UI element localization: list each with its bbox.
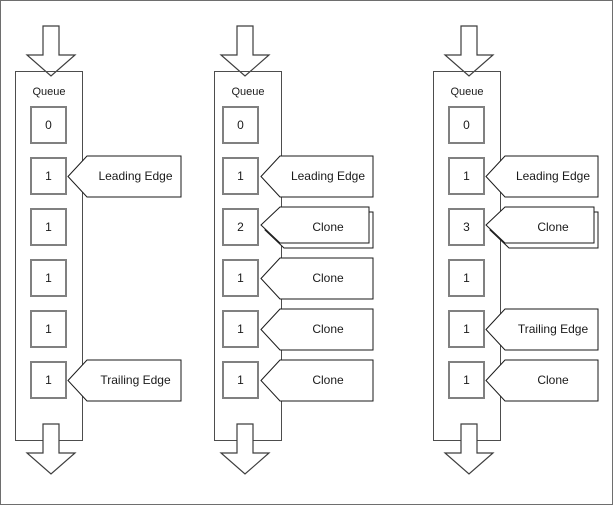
callout-clone: Clone xyxy=(485,359,599,402)
callout-leading-edge: Leading Edge xyxy=(260,155,374,198)
callout-clone: Clone xyxy=(260,359,374,402)
callout-clone: Clone xyxy=(260,308,374,351)
inflow-arrow-3 xyxy=(443,25,495,77)
callout-clone: Clone xyxy=(260,206,374,249)
queue-cell: 1 xyxy=(222,157,259,195)
queue-cell: 1 xyxy=(448,157,485,195)
callout-clone: Clone xyxy=(260,257,374,300)
queue-cell: 1 xyxy=(448,259,485,297)
queue-cell: 1 xyxy=(222,259,259,297)
queue-cell: 1 xyxy=(30,208,67,246)
queue-label-3: Queue xyxy=(450,86,484,98)
queue-cell: 1 xyxy=(30,157,67,195)
outflow-arrow-2 xyxy=(219,423,271,475)
queue-cell: 1 xyxy=(222,310,259,348)
inflow-arrow-2 xyxy=(219,25,271,77)
queue-cell: 1 xyxy=(448,361,485,399)
queue-cell: 0 xyxy=(448,106,485,144)
callout-clone: Clone xyxy=(485,206,599,249)
outflow-arrow-3 xyxy=(443,423,495,475)
queue-cell: 0 xyxy=(30,106,67,144)
queue-cell: 3 xyxy=(448,208,485,246)
queue-cell: 1 xyxy=(222,361,259,399)
queue-cell: 2 xyxy=(222,208,259,246)
outflow-arrow-1 xyxy=(25,423,77,475)
queue-cell: 1 xyxy=(30,310,67,348)
callout-leading-edge: Leading Edge xyxy=(485,155,599,198)
callout-trailing-edge: Trailing Edge xyxy=(485,308,599,351)
queue-label-2: Queue xyxy=(231,86,265,98)
inflow-arrow-1 xyxy=(25,25,77,77)
queue-cell: 1 xyxy=(448,310,485,348)
queue-label-1: Queue xyxy=(32,86,66,98)
queue-cell: 1 xyxy=(30,259,67,297)
callout-trailing-edge: Trailing Edge xyxy=(67,359,182,402)
queue-cell: 1 xyxy=(30,361,67,399)
queue-cell: 0 xyxy=(222,106,259,144)
callout-leading-edge: Leading Edge xyxy=(67,155,182,198)
